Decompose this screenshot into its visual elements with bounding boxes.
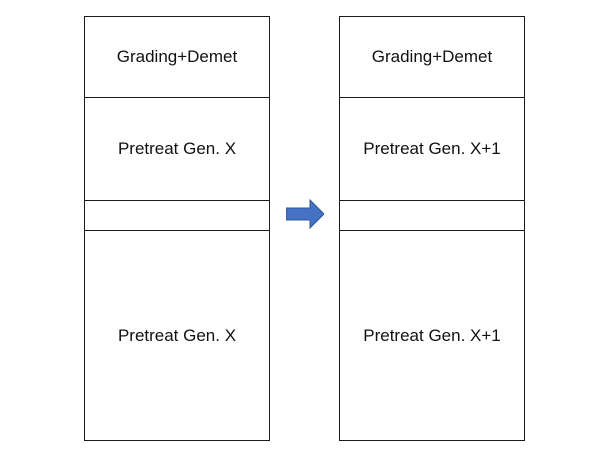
right-pretreat-upper-label: Pretreat Gen. X+1	[363, 139, 501, 158]
right-grading-demet-block: Grading+Demet	[340, 17, 524, 98]
left-pretreat-upper-label: Pretreat Gen. X	[117, 139, 237, 158]
left-empty-band	[85, 201, 269, 231]
right-pretreat-upper-block: Pretreat Gen. X+1	[340, 98, 524, 201]
left-pretreat-upper-block: Pretreat Gen. X	[85, 98, 269, 201]
right-arrow-icon	[286, 199, 324, 229]
left-grading-demet-label: Grading+Demet	[116, 47, 238, 66]
right-pretreat-lower-block: Pretreat Gen. X+1	[340, 231, 524, 440]
right-pretreat-lower-label: Pretreat Gen. X+1	[363, 325, 501, 345]
right-stack: Grading+Demet Pretreat Gen. X+1 Pretreat…	[339, 16, 525, 441]
left-grading-demet-block: Grading+Demet	[85, 17, 269, 98]
left-pretreat-lower-block: Pretreat Gen. X	[85, 231, 269, 440]
right-grading-demet-label: Grading+Demet	[371, 47, 493, 66]
arrow-shape	[286, 199, 324, 229]
left-pretreat-lower-label: Pretreat Gen. X	[117, 325, 237, 345]
left-stack: Grading+Demet Pretreat Gen. X Pretreat G…	[84, 16, 270, 441]
right-empty-band	[340, 201, 524, 231]
